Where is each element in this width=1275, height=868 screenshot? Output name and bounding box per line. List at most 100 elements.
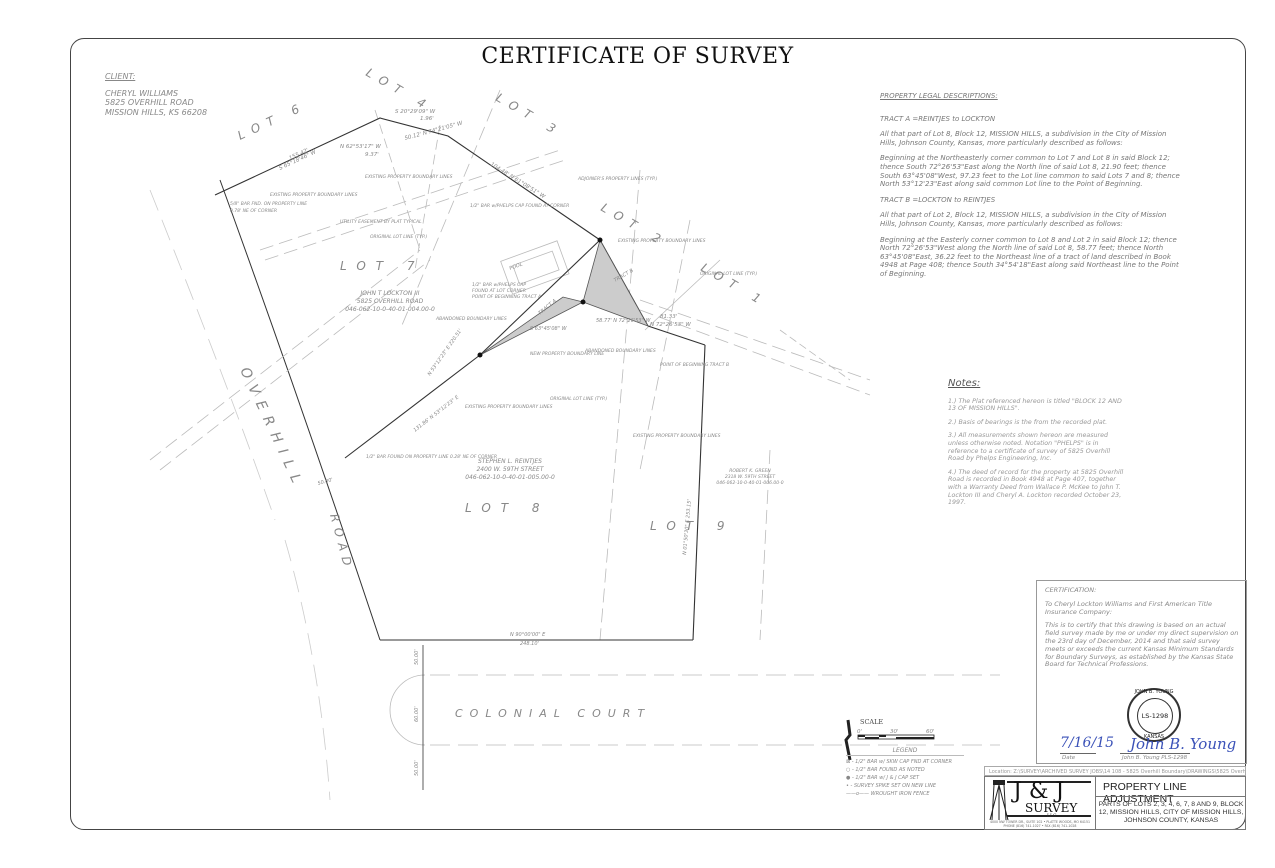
- svg-text:LOT 4: LOT 4: [364, 65, 436, 114]
- fence-line-icon: ——o——: [846, 791, 871, 797]
- svg-text:58.77' N 72°26'53" W: 58.77' N 72°26'53" W: [596, 318, 651, 324]
- scale-label: SCALE: [860, 718, 884, 726]
- svg-text:EXISTING PROPERTY BOUNDARY LIN: EXISTING PROPERTY BOUNDARY LINES: [465, 404, 553, 410]
- svg-text:LOT 6: LOT 6: [235, 99, 308, 143]
- svg-text:ORIGINAL LOT LINE (TYP.): ORIGINAL LOT LINE (TYP.): [550, 396, 608, 402]
- survey-spike-icon: •: [846, 783, 851, 789]
- client-block: CLIENT: CHERYL WILLIAMS 5825 OVERHILL RO…: [105, 72, 207, 117]
- svg-text:S 63°45'08" W: S 63°45'08" W: [530, 326, 568, 332]
- title-divider: [1095, 796, 1245, 797]
- svg-text:POOL: POOL: [509, 261, 524, 271]
- legal-descriptions: PROPERTY LEGAL DESCRIPTIONS: TRACT A =RE…: [880, 92, 1180, 286]
- svg-text:FOUND AT LOT CORNER: FOUND AT LOT CORNER: [472, 288, 526, 294]
- legend-item: ○ - 1/2" BAR FOUND AS NOTED: [846, 767, 925, 773]
- tract-b-shape: [582, 238, 649, 327]
- svg-text:ROBERT K. GREEN: ROBERT K. GREEN: [729, 468, 771, 474]
- logo-rule-bottom: [1007, 815, 1091, 817]
- note-item: 4.) The deed of record for the property …: [948, 468, 1124, 507]
- svg-text:131.86' N 53°12'23" E: 131.86' N 53°12'23" E: [413, 394, 461, 434]
- notes-block: Notes: 1.) The Plat referenced hereon is…: [948, 379, 1128, 513]
- project-description: PARTS OF LOTS 2, 3, 4, 6, 7, 8 AND 9, BL…: [1098, 801, 1244, 824]
- svg-text:5825 OVERHILL ROAD: 5825 OVERHILL ROAD: [357, 298, 424, 305]
- svg-text:9.37': 9.37': [365, 152, 379, 158]
- svg-text:S 20°29'09" W: S 20°29'09" W: [395, 109, 436, 115]
- client-line: 5825 OVERHILL ROAD: [105, 98, 194, 107]
- certification-body: This is to certify that this drawing is …: [1045, 621, 1239, 669]
- drawing-sheet-border: [70, 38, 1246, 830]
- client-heading: CLIENT:: [105, 72, 136, 81]
- svg-text:OVERHILL: OVERHILL: [236, 365, 307, 493]
- tract-b-intro: All that part of Lot 2, Block 12, MISSIO…: [880, 211, 1167, 228]
- svg-text:N 90°00'00" E: N 90°00'00" E: [510, 632, 546, 638]
- svg-text:1/2" BAR w/PHELPS CAP FOUND AT: 1/2" BAR w/PHELPS CAP FOUND AT CORNER: [470, 203, 569, 209]
- legend-item: ● - 1/2" BAR w/ J & J CAP SET: [846, 775, 920, 781]
- tract-a-shape: [479, 296, 585, 356]
- tract-a-intro: All that part of Lot 8, Block 12, MISSIO…: [880, 130, 1167, 147]
- svg-text:1/2" BAR FOUND ON PROPERTY LIN: 1/2" BAR FOUND ON PROPERTY LINE 0.28' NE…: [366, 454, 497, 460]
- svg-text:50.12' N 74°21'05" W: 50.12' N 74°21'05" W: [404, 121, 464, 142]
- svg-text:LOT 3: LOT 3: [494, 90, 566, 139]
- svg-text:50.00': 50.00': [317, 477, 334, 487]
- firm-sub: SURVEY: [1025, 801, 1078, 815]
- svg-text:50.00': 50.00': [414, 649, 420, 665]
- svg-text:1.96': 1.96': [420, 116, 434, 122]
- svg-text:81.33': 81.33': [660, 314, 677, 320]
- svg-text:UTILITY EASEMENT BY PLAT TYPIC: UTILITY EASEMENT BY PLAT TYPICAL: [340, 219, 422, 225]
- svg-text:N 01°50'30" E 253.15': N 01°50'30" E 253.15': [682, 499, 693, 555]
- svg-text:LOT 1: LOT 1: [699, 260, 771, 309]
- svg-text:LOT 7: LOT 7: [340, 259, 425, 273]
- legend-heading: LEGEND: [846, 747, 964, 756]
- svg-text:046-062-10-0-40-01-006.00-0: 046-062-10-0-40-01-006.00-0: [716, 480, 783, 486]
- svg-text:ADJOINER'S PROPERTY LINES (TYP: ADJOINER'S PROPERTY LINES (TYP.): [577, 176, 658, 182]
- note-item: 3.) All measurements shown hereon are me…: [948, 432, 1111, 463]
- svg-text:5/8" BAR FND. ON PROPERTY LINE: 5/8" BAR FND. ON PROPERTY LINE: [230, 201, 307, 207]
- legend-item: • - SURVEY SPIKE SET ON NEW LINE: [846, 783, 936, 789]
- file-location: Location: Z:\SURVEY\ARCHIVED SURVEY JOBS…: [984, 766, 1246, 776]
- svg-text:STEPHEN L. REINTJES: STEPHEN L. REINTJES: [478, 458, 542, 465]
- surveyor-seal: JOHN B. YOUNG LS-1298 KANSAS: [1127, 688, 1181, 742]
- legend-item: ——o—— WROUGHT IRON FENCE: [846, 791, 930, 797]
- svg-text:COLONIAL COURT: COLONIAL COURT: [455, 707, 651, 720]
- page-title: CERTIFICATE OF SURVEY: [481, 44, 794, 69]
- bar-cap-corner-icon: ⊠: [846, 759, 852, 765]
- svg-text:ABANDONED BOUNDARY LINES: ABANDONED BOUNDARY LINES: [584, 348, 656, 354]
- svg-text:0.78' NE OF CORNER: 0.78' NE OF CORNER: [230, 208, 277, 214]
- scale-tick-30: 30': [890, 729, 899, 735]
- bar-found-icon: ○: [846, 767, 852, 773]
- scale-tick-60: 60': [926, 729, 935, 735]
- svg-text:JOHN T LOCKTON III: JOHN T LOCKTON III: [359, 290, 419, 297]
- tripod-icon: [989, 780, 1009, 820]
- seal-state: KANSAS: [1143, 734, 1165, 740]
- scale-tick-0: 0': [857, 729, 863, 735]
- firm-llc: LLC: [1047, 814, 1057, 819]
- bar-set-icon: ●: [846, 775, 852, 781]
- surveyor-signature: John B. Young: [1130, 735, 1237, 753]
- client-line: MISSION HILLS, KS 66208: [105, 107, 208, 117]
- tract-b-body: Beginning at the Easterly corner common …: [880, 235, 1179, 278]
- signature-line: [1120, 753, 1190, 754]
- client-line: CHERYL WILLIAMS: [105, 88, 179, 98]
- seal-number: LS-1298: [1137, 698, 1173, 734]
- svg-text:50.00': 50.00': [414, 760, 420, 776]
- firm-logo: J & J SURVEY LLC 4000 NW TOWER DR., SUIT…: [985, 777, 1096, 829]
- svg-text:POINT OF BEGINNING TRACT B: POINT OF BEGINNING TRACT B: [660, 362, 729, 368]
- certification-heading: CERTIFICATION:: [1045, 586, 1097, 594]
- svg-text:2318 W. 59TH STREET: 2318 W. 59TH STREET: [725, 474, 777, 480]
- svg-text:046-062-10-0-40-01-004.00-0: 046-062-10-0-40-01-004.00-0: [345, 306, 435, 313]
- svg-text:ROAD: ROAD: [327, 512, 356, 573]
- signed-date: 7/16/15: [1060, 735, 1114, 751]
- tract-a-title: TRACT A =REINTJES to LOCKTON: [880, 114, 996, 123]
- note-item: 2.) Basis of bearings is the from the re…: [948, 418, 1108, 426]
- svg-text:POINT OF BEGINNING TRACT A: POINT OF BEGINNING TRACT A: [472, 294, 541, 300]
- svg-text:ORIGINAL LOT LINE (TYP.): ORIGINAL LOT LINE (TYP.): [370, 234, 428, 240]
- firm-name: J & J: [1013, 779, 1065, 804]
- title-block: J & J SURVEY LLC 4000 NW TOWER DR., SUIT…: [984, 776, 1246, 830]
- svg-text:EXISTING PROPERTY BOUNDARY LIN: EXISTING PROPERTY BOUNDARY LINES: [633, 433, 721, 439]
- svg-text:104.48' N 61°08'51" W: 104.48' N 61°08'51" W: [489, 162, 546, 201]
- firm-address: 4000 NW TOWER DR., SUITE 102 • PLATTE WO…: [989, 820, 1091, 828]
- certification-block: CERTIFICATION: To Cheryl Lockton William…: [1036, 580, 1247, 764]
- date-line: [1060, 753, 1096, 754]
- svg-text:2400 W. 59TH STREET: 2400 W. 59TH STREET: [476, 466, 544, 473]
- svg-text:N 53°12'23" E 220.51': N 53°12'23" E 220.51': [427, 328, 464, 377]
